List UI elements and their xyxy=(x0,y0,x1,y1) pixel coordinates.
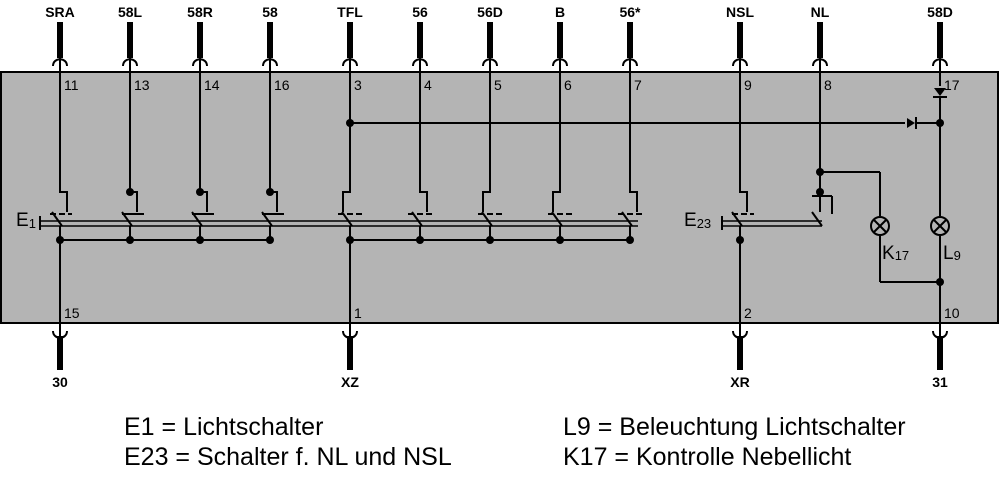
legend-l9: L9 = Beleuchtung Lichtschalter xyxy=(563,413,906,441)
pin-number: 5 xyxy=(494,77,502,93)
terminal-name: NL xyxy=(811,4,830,20)
diode-tfl xyxy=(907,117,917,129)
terminal-top-tfl: TFL 3 xyxy=(337,4,363,93)
terminal-bottom-xr: XR 2 xyxy=(730,305,752,390)
diode-58d xyxy=(933,88,947,98)
terminal-name: XR xyxy=(730,374,749,390)
terminal-top-nl: NL 8 xyxy=(811,4,832,93)
switch-housing xyxy=(0,71,999,324)
terminal-top-58d: 58D 17 xyxy=(927,4,960,93)
pin-number: 1 xyxy=(354,305,362,321)
terminal-name: 58R xyxy=(187,4,213,20)
terminal-name: 58D xyxy=(927,4,953,20)
pin-number: 9 xyxy=(744,77,752,93)
pin-number: 10 xyxy=(944,305,960,321)
terminal-top-58l: 58L 13 xyxy=(118,4,150,93)
k17-label: K17 xyxy=(882,243,909,264)
lamp-k17 xyxy=(870,216,890,236)
terminal-top-56star: 56* 7 xyxy=(619,4,642,93)
terminal-bottom-31: 31 10 xyxy=(932,305,960,390)
terminal-name: 56* xyxy=(619,4,641,20)
terminal-top-56d: 56D 5 xyxy=(477,4,503,93)
pin-number: 6 xyxy=(564,77,572,93)
l9-label: L9 xyxy=(943,243,961,264)
terminal-top-58r: 58R 14 xyxy=(187,4,220,93)
terminal-name: B xyxy=(555,4,565,20)
pin-number: 2 xyxy=(744,305,752,321)
legend-e1: E1 = Lichtschalter xyxy=(124,413,324,441)
legend-right: L9 = Beleuchtung Lichtschalter K17 = Kon… xyxy=(563,412,906,472)
top-terminals: SRA1158L1358R145816TFL356456D5B656*7NSL9… xyxy=(45,4,960,93)
terminal-top-nsl: NSL 9 xyxy=(726,4,754,93)
terminal-top-58: 58 16 xyxy=(262,4,290,93)
terminal-bottom-30: 30 15 xyxy=(52,305,80,390)
terminal-name: NSL xyxy=(726,4,754,20)
pin-number: 8 xyxy=(824,77,832,93)
terminal-name: XZ xyxy=(341,374,359,390)
pin-number: 4 xyxy=(424,77,432,93)
pin-number: 13 xyxy=(134,77,150,93)
terminal-top-b: B6 xyxy=(552,4,572,93)
pin-number: 15 xyxy=(64,305,80,321)
pin-number: 16 xyxy=(274,77,290,93)
internal-wiring xyxy=(39,80,941,316)
terminal-top-56: 56 4 xyxy=(412,4,432,93)
pin-number: 3 xyxy=(354,77,362,93)
legend-e23: E23 = Schalter f. NL und NSL xyxy=(124,443,452,471)
pin-number: 7 xyxy=(634,77,642,93)
terminal-name: SRA xyxy=(45,4,75,20)
terminal-name: 31 xyxy=(932,374,948,390)
pin-number: 11 xyxy=(64,77,79,93)
terminal-name: 30 xyxy=(52,374,68,390)
terminal-name: 56 xyxy=(412,4,428,20)
terminal-name: 56D xyxy=(477,4,503,20)
terminal-name: 58 xyxy=(262,4,278,20)
terminal-name: 58L xyxy=(118,4,143,20)
pin-number: 14 xyxy=(204,77,220,93)
e1-label: E1 xyxy=(16,210,36,231)
legend-k17: K17 = Kontrolle Nebellicht xyxy=(563,443,852,471)
terminal-name: TFL xyxy=(337,4,363,20)
lamp-l9 xyxy=(930,216,950,236)
junction-dots xyxy=(56,119,944,286)
legend-left: E1 = Lichtschalter E23 = Schalter f. NL … xyxy=(124,412,452,472)
e23-label: E23 xyxy=(684,210,711,231)
terminal-top-sra: SRA 11 xyxy=(45,4,79,93)
terminal-bottom-xz: XZ 1 xyxy=(341,305,362,390)
pin-number: 17 xyxy=(944,77,960,93)
